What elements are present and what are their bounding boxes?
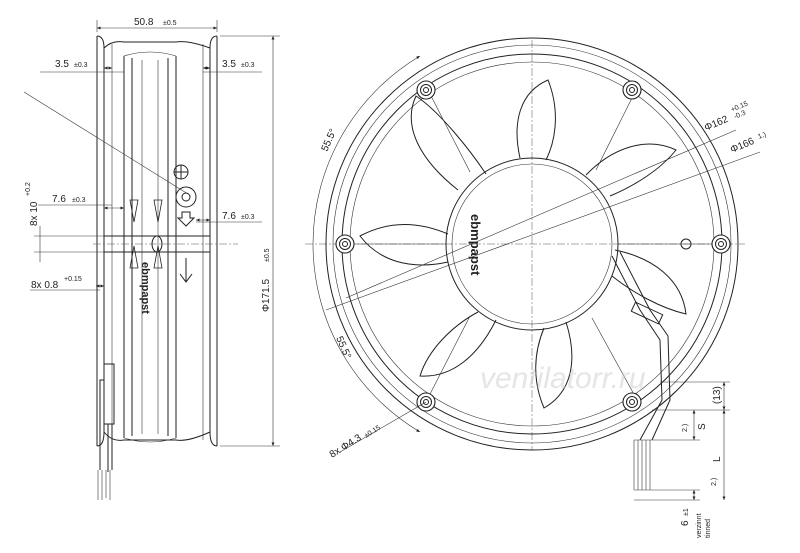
side-slot-right-tol: ±0.3	[241, 214, 255, 221]
side-rim-right-value: 3.5	[222, 59, 236, 70]
side-slot-left-value: 7.6	[52, 194, 66, 205]
side-height-value: Φ171.5	[261, 279, 272, 312]
front-outer-diameter-note: 1.)	[757, 131, 767, 141]
lead-13: (13)	[712, 386, 723, 404]
side-width-tol: ±0.5	[163, 20, 177, 27]
side-slot-depth-value: 8x 0.8	[31, 280, 59, 291]
front-bolt-circle-value: Φ162	[703, 114, 730, 134]
front-holes-value: 8x Φ4.3	[328, 432, 364, 460]
side-slot-left-tol: ±0.3	[72, 197, 86, 204]
front-holes-tol: ±0.15	[363, 424, 382, 439]
side-width-value: 50.8	[134, 17, 154, 28]
side-rim-left-tol: ±0.3	[74, 62, 88, 69]
front-bolt-circle-tol-lower: -0.3	[733, 110, 747, 121]
side-rim-right-tol: ±0.3	[241, 62, 255, 69]
side-slot-width-tol: +0.2	[25, 182, 32, 196]
lead-s: S	[697, 423, 708, 430]
side-slot-depth-tol: +0.15	[64, 276, 82, 283]
lead-2b: 2.)	[711, 478, 718, 486]
side-rim-left-value: 3.5	[55, 59, 69, 70]
side-height-tol: ±0.5	[264, 248, 271, 262]
strip-tol: ±1	[683, 508, 690, 516]
lead-l: L	[712, 456, 723, 462]
lead-2a: 2.)	[682, 424, 689, 432]
strip-value: 6	[680, 520, 691, 526]
side-brand-label: ebmpapst	[139, 262, 151, 314]
strip-note-2: tinned	[705, 519, 712, 538]
front-outer-diameter-value: Φ166	[729, 136, 756, 156]
side-view: ebmpapst 50.8 ±0.5 3.5 ±0.3 3.5 ±0.3 7.6…	[23, 17, 280, 500]
front-brand-label: ebmpapst	[468, 214, 483, 276]
watermark: ventilatorr.ru	[480, 362, 646, 395]
side-slot-width-value: 8x 10	[29, 201, 40, 226]
strip-note-1: verzinnt	[696, 513, 703, 538]
front-angle-top: 55.5°	[320, 127, 340, 153]
front-angle-bottom: 55.5°	[333, 335, 353, 361]
front-view: ebmpapst	[305, 37, 767, 538]
side-slot-right-value: 7.6	[222, 211, 236, 222]
